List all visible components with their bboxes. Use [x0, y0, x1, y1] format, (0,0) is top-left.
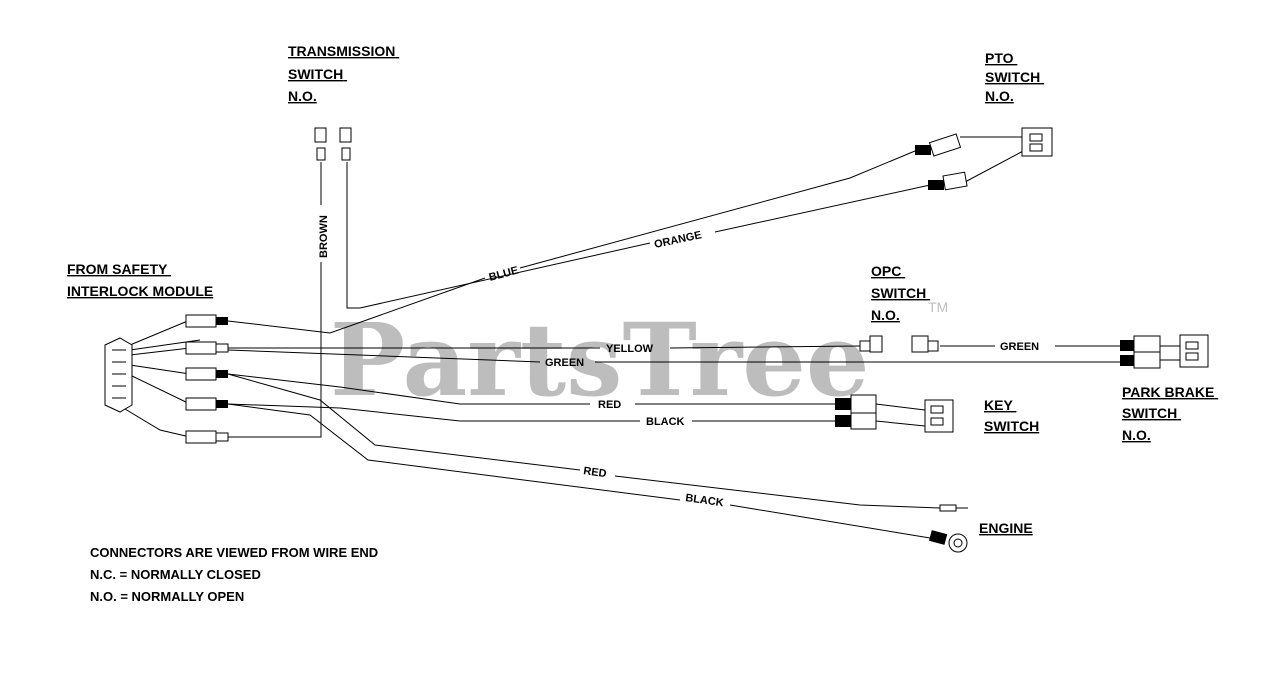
label-opc-switch: OPC SWITCH N.O.	[871, 263, 930, 323]
wire-label-black-key: BLACK	[646, 416, 685, 428]
transmission-terminal-left	[314, 127, 327, 161]
wire-label-red-engine: RED	[583, 465, 608, 480]
wire-red-engine	[227, 373, 941, 509]
key-switch	[924, 399, 954, 433]
engine-terminal-ring	[928, 530, 968, 553]
label-safety-module: FROM SAFETY INTERLOCK MODULE	[67, 261, 213, 299]
module-terminal-1	[185, 314, 228, 328]
wire-blue	[227, 150, 916, 334]
wire-red-key	[227, 373, 835, 405]
opc-terminal-right	[911, 335, 939, 353]
safety-module-plug	[104, 337, 133, 413]
wire-black-key	[227, 403, 835, 422]
key-connector-black	[835, 412, 877, 430]
wire-label-yellow: YELLOW	[606, 343, 654, 355]
wire-brown	[228, 162, 322, 438]
watermark: PartsTree	[330, 301, 870, 419]
watermark-tm: TM	[928, 299, 948, 315]
wire-transmission-right	[346, 162, 360, 309]
label-key-switch: KEY SWITCH	[984, 397, 1039, 434]
wire-module-fanout	[109, 319, 191, 438]
wire-key-b	[875, 420, 926, 427]
notes-block: CONNECTORS ARE VIEWED FROM WIRE END N.C.…	[90, 545, 382, 604]
wire-label-orange: ORANGE	[653, 229, 703, 251]
pto-switch	[1021, 127, 1053, 157]
wire-pto-b	[964, 149, 1026, 183]
key-connector-red	[835, 394, 877, 414]
engine-terminal-pin	[939, 504, 968, 512]
wire-orange	[359, 184, 931, 309]
wire-label-green-left: GREEN	[545, 357, 584, 369]
module-terminal-2	[185, 341, 229, 355]
wire-yellow	[228, 345, 861, 349]
label-engine: ENGINE	[979, 520, 1033, 536]
pto-connector-b	[928, 171, 968, 191]
module-terminal-3	[185, 367, 228, 381]
wire-label-brown: BROWN	[318, 215, 330, 258]
label-transmission-switch: TRANSMISSION SWITCH N.O.	[288, 43, 399, 104]
wire-black-engine	[227, 403, 931, 539]
label-pto-switch: PTO SWITCH N.O.	[985, 50, 1044, 104]
wire-label-black-engine: BLACK	[685, 492, 725, 509]
opc-terminal-left	[859, 335, 883, 353]
wire-label-green-right: GREEN	[1000, 341, 1039, 353]
wire-key-a	[875, 403, 926, 411]
transmission-terminal-right	[339, 127, 352, 161]
pto-connector-a	[915, 133, 962, 157]
parkbrake-connector-a	[1120, 335, 1161, 355]
parkbrake-switch	[1179, 334, 1209, 368]
wire-label-blue: BLUE	[488, 265, 520, 284]
module-terminal-5	[185, 430, 229, 444]
parkbrake-connector-b	[1120, 351, 1161, 369]
module-terminal-4	[185, 397, 228, 411]
label-park-brake-switch: PARK BRAKE SWITCH N.O.	[1122, 384, 1218, 443]
wire-label-red-key: RED	[598, 399, 621, 411]
